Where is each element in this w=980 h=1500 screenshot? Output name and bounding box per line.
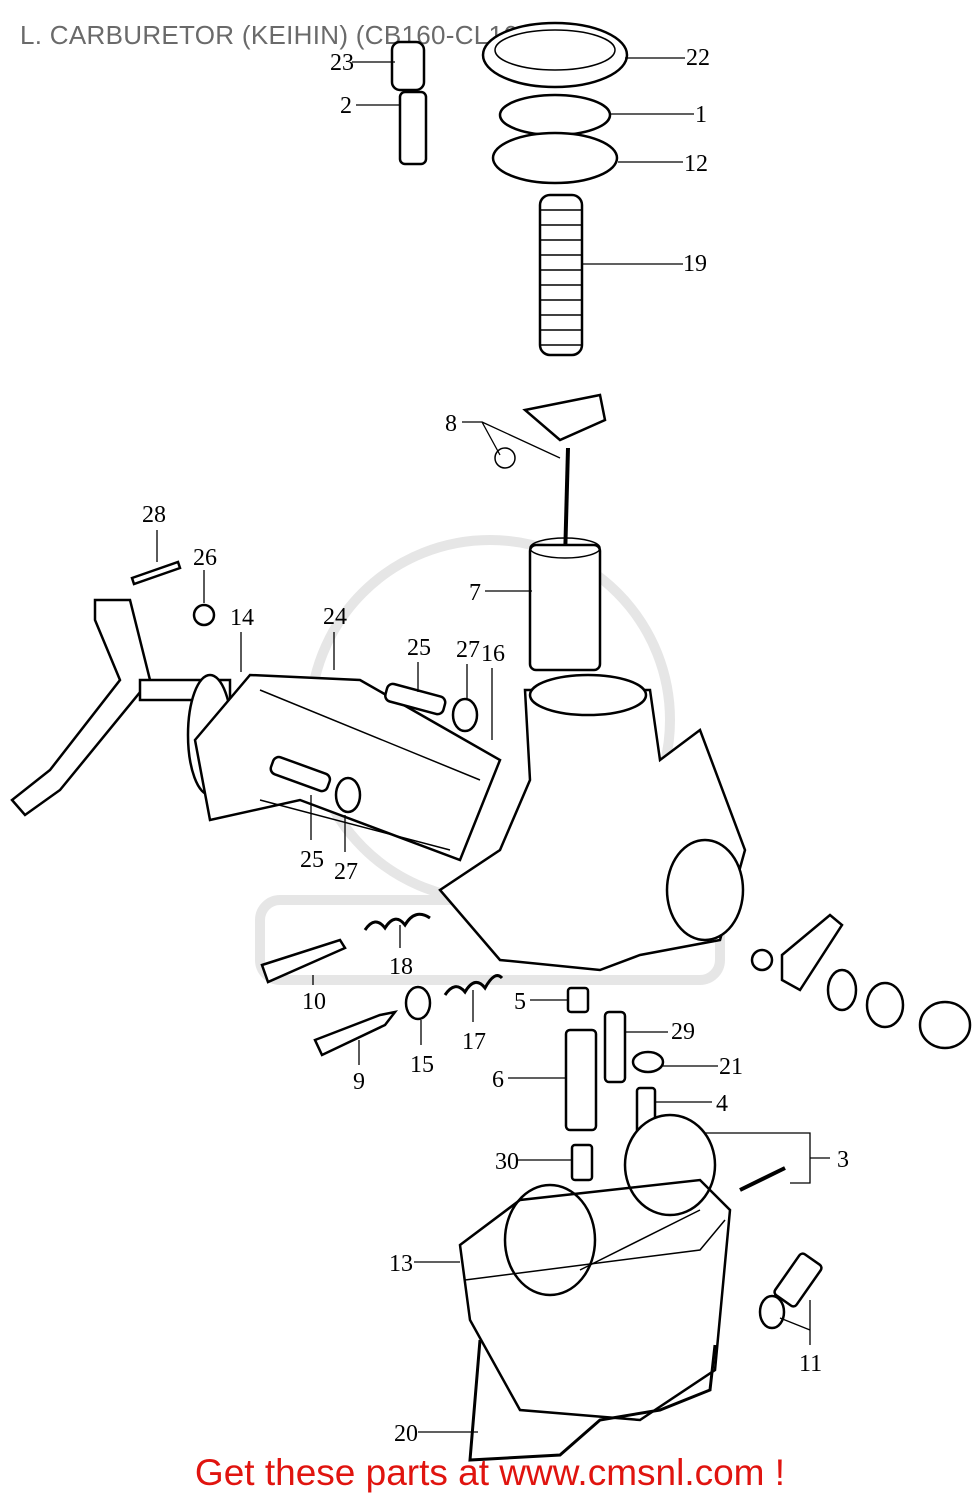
label-19: 19 bbox=[683, 251, 707, 277]
part-27-washer-lower bbox=[334, 776, 362, 814]
label-25-upper: 25 bbox=[407, 635, 431, 661]
label-25-lower: 25 bbox=[300, 847, 324, 873]
part-12-plate bbox=[491, 131, 619, 185]
diagram-title: L. CARBURETOR (KEIHIN) (CB160-CL160) bbox=[20, 20, 542, 50]
part-10-air-screw bbox=[260, 938, 347, 984]
part-23-cable-adjuster bbox=[390, 40, 426, 92]
label-29: 29 bbox=[671, 1019, 695, 1045]
part-2-adjuster-bolt bbox=[398, 90, 428, 166]
label-22: 22 bbox=[686, 45, 710, 71]
label-17: 17 bbox=[462, 1029, 486, 1055]
label-14: 14 bbox=[230, 605, 254, 631]
label-30: 30 bbox=[495, 1149, 519, 1175]
part-24-intake-body bbox=[193, 673, 502, 862]
part-21-washer bbox=[631, 1050, 665, 1074]
part-25-screw-lower bbox=[269, 755, 332, 793]
part-7-throttle-valve bbox=[528, 543, 602, 672]
part-1-cap-ring bbox=[498, 93, 612, 137]
part-6-needle-jet-holder bbox=[564, 1028, 598, 1132]
part-18-spring bbox=[363, 912, 431, 931]
choke-lever bbox=[10, 598, 152, 817]
choke-knob bbox=[918, 1000, 972, 1050]
part-5-main-jet bbox=[566, 986, 590, 1014]
part-22-top-cap bbox=[481, 21, 629, 89]
part-9-throttle-stop-screw bbox=[313, 1010, 399, 1057]
choke-lever-plate bbox=[780, 913, 844, 992]
label-5: 5 bbox=[514, 989, 526, 1015]
part-28-cotter-pin bbox=[130, 560, 182, 586]
part-20-chamber-clip bbox=[468, 1339, 717, 1462]
label-1: 1 bbox=[695, 102, 707, 128]
label-10: 10 bbox=[302, 989, 326, 1015]
label-28: 28 bbox=[142, 502, 166, 528]
part-26-washer bbox=[192, 603, 216, 627]
part-29-slow-jet bbox=[603, 1010, 627, 1084]
label-24: 24 bbox=[323, 604, 347, 630]
label-4: 4 bbox=[716, 1091, 728, 1117]
part-8-needle-clip-plate bbox=[522, 393, 607, 442]
label-2: 2 bbox=[340, 93, 352, 119]
part-30-jet bbox=[570, 1143, 594, 1182]
label-27-lower: 27 bbox=[334, 859, 358, 885]
choke-spring-washer bbox=[750, 948, 774, 972]
label-13: 13 bbox=[389, 1251, 413, 1277]
label-23: 23 bbox=[330, 50, 354, 76]
label-21: 21 bbox=[719, 1054, 743, 1080]
part-27-washer-upper bbox=[451, 697, 479, 733]
label-20: 20 bbox=[394, 1421, 418, 1447]
label-8: 8 bbox=[445, 411, 457, 437]
label-18: 18 bbox=[389, 954, 413, 980]
label-11: 11 bbox=[799, 1351, 822, 1377]
leader-lines bbox=[156, 57, 830, 1433]
label-26: 26 bbox=[193, 545, 217, 571]
label-16: 16 bbox=[481, 641, 505, 667]
label-9: 9 bbox=[353, 1069, 365, 1095]
label-6: 6 bbox=[492, 1067, 504, 1093]
part-11-drain-screw bbox=[773, 1252, 823, 1308]
part-drawings bbox=[10, 21, 972, 1462]
label-12: 12 bbox=[684, 151, 708, 177]
part-3-float bbox=[503, 1113, 786, 1297]
label-15: 15 bbox=[410, 1052, 434, 1078]
label-7: 7 bbox=[469, 580, 481, 606]
part-13-float-chamber bbox=[458, 1178, 732, 1422]
part-15-washer bbox=[404, 985, 432, 1021]
part-8-jet-needle bbox=[563, 447, 570, 561]
part-11-washer bbox=[758, 1294, 786, 1330]
callout-labels: 23 2 22 1 12 19 8 28 26 14 24 25 27 16 7… bbox=[142, 45, 849, 1447]
label-27-upper: 27 bbox=[456, 637, 480, 663]
part-19-spring bbox=[538, 193, 584, 357]
label-3: 3 bbox=[837, 1147, 849, 1173]
cmsnl-promo-link[interactable]: Get these parts at www.cmsnl.com ! bbox=[194, 1452, 786, 1493]
part-17-spring bbox=[443, 974, 504, 996]
